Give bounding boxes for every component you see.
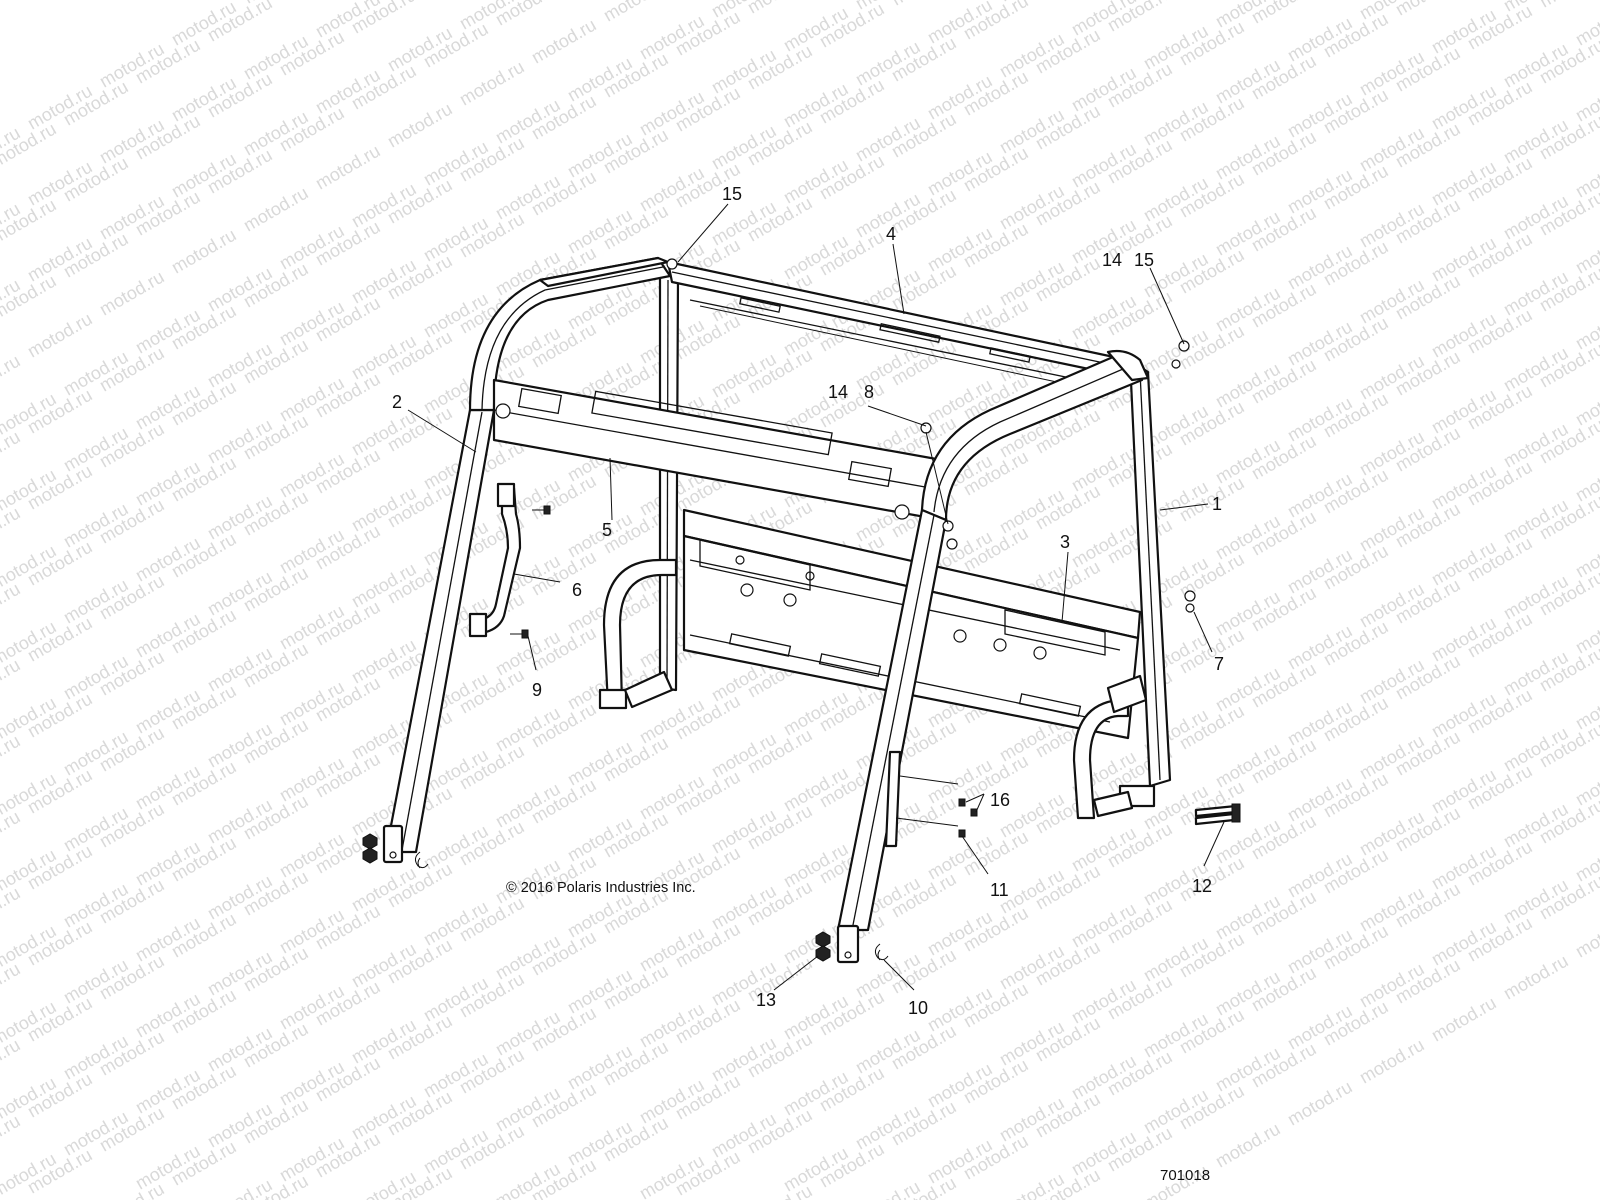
watermark-text: motod.ru xyxy=(24,309,96,362)
watermark-text: motod.ru xyxy=(528,15,600,68)
watermark-text: motod.ru xyxy=(384,99,456,152)
copyright-notice: © 2016 Polaris Industries Inc. xyxy=(506,880,696,896)
callout-16: 16 xyxy=(990,790,1010,810)
callout-2: 2 xyxy=(392,392,402,412)
watermark-text: motod.ru xyxy=(1284,1077,1356,1130)
watermark-text: motod.ru xyxy=(744,1181,816,1200)
front-roll-bar xyxy=(384,256,1150,932)
callout-labels: 15 4 14 15 2 14 8 1 5 3 6 7 9 16 11 12 1… xyxy=(392,184,1224,1018)
leader-lines xyxy=(407,203,1225,991)
watermark-text: motod.ru xyxy=(168,225,240,278)
callout-3: 3 xyxy=(1060,532,1070,552)
callout-12: 12 xyxy=(1192,876,1212,896)
watermark-text: motod.ru xyxy=(96,1179,168,1200)
watermark-text: motod.ru xyxy=(1212,1119,1284,1172)
watermark-text: motod.ru xyxy=(1392,0,1464,19)
watermark-text: motod.ru xyxy=(456,57,528,110)
watermark-text: motod.ru xyxy=(1536,0,1600,11)
callout-10: 10 xyxy=(908,998,928,1018)
side-grab-bars xyxy=(598,558,1156,820)
watermark-text: motod.ru xyxy=(0,427,24,480)
callout-11: 11 xyxy=(990,880,1009,900)
watermark-text: motod.ru xyxy=(0,579,24,632)
callout-5: 5 xyxy=(602,520,612,540)
callout-15-top-left: 15 xyxy=(722,184,742,204)
watermark-text: motod.ru xyxy=(0,1111,24,1164)
callout-4: 4 xyxy=(886,224,896,244)
callout-1: 1 xyxy=(1212,494,1222,514)
roll-bar-feet xyxy=(382,824,860,964)
mounting-plate xyxy=(884,750,959,848)
callout-9: 9 xyxy=(532,680,542,700)
callout-14-center: 14 xyxy=(828,382,848,402)
watermark-text: motod.ru xyxy=(1500,951,1572,1004)
hardware xyxy=(362,258,1241,962)
watermark-text: motod.ru xyxy=(276,0,348,3)
callout-15-top-right: 15 xyxy=(1134,250,1154,270)
watermark-text: motod.ru xyxy=(1428,993,1500,1046)
watermark-text: motod.ru xyxy=(1032,0,1104,1)
watermark-text: motod.ru xyxy=(0,807,24,860)
callout-14-top-right: 14 xyxy=(1102,250,1122,270)
watermark-text: motod.ru xyxy=(0,655,24,708)
watermark-text: motod.ru xyxy=(1572,909,1600,962)
callout-6: 6 xyxy=(572,580,582,600)
watermark-text: motod.ru xyxy=(96,267,168,320)
watermark-text: motod.ru xyxy=(888,0,960,9)
watermark-text: motod.ru xyxy=(312,141,384,194)
watermark-text: motod.ru xyxy=(744,0,816,17)
callout-7: 7 xyxy=(1214,654,1224,674)
watermark-text: motod.ru xyxy=(0,959,24,1012)
grab-handle xyxy=(468,482,522,638)
watermark-text: motod.ru xyxy=(1356,1035,1428,1088)
drawing-number: 701018 xyxy=(1160,1167,1210,1184)
watermark-text: motod.ru xyxy=(0,883,24,936)
watermark-text: motod.ru xyxy=(240,183,312,236)
watermark-text: motod.ru xyxy=(600,0,672,25)
watermark-text: motod.ru xyxy=(0,1035,24,1088)
callout-8: 8 xyxy=(864,382,874,402)
watermark-text: motod.ru xyxy=(1248,0,1320,27)
watermark-text: motod.ru xyxy=(0,351,24,404)
watermark-text: motod.ru xyxy=(0,503,24,556)
callout-13: 13 xyxy=(756,990,776,1010)
watermark-text: motod.ru xyxy=(0,731,24,784)
